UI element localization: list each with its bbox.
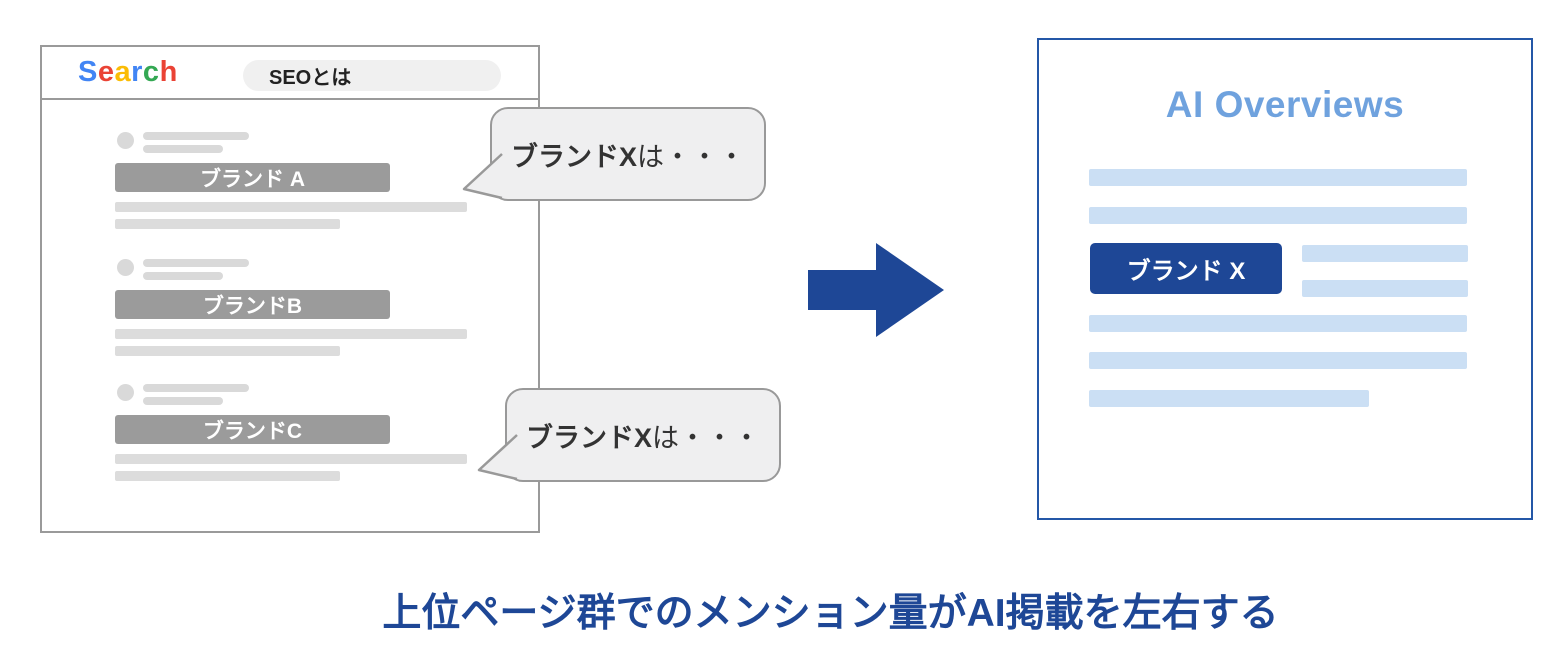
search-logo-letter: c [142,56,160,88]
brand-x-box: ブランド X [1090,243,1282,294]
bubble-rest-text: は・・・ [652,422,760,453]
placeholder-line [143,132,249,140]
text-line-placeholder [1089,390,1369,407]
placeholder-line [115,219,340,229]
search-results-window: Search SEOとは ブランド A ブランドB ブランドC [40,45,540,533]
text-line-placeholder [1302,280,1468,297]
search-header: Search SEOとは [42,47,538,100]
text-line-placeholder [1302,245,1468,262]
placeholder-line [115,346,340,356]
search-result-item: ブランド A [42,132,538,237]
bubble-brand-text: ブランドX [525,422,652,453]
bubble-rest-text: は・・・ [637,141,745,172]
text-line-placeholder [1089,169,1467,186]
avatar [117,259,134,276]
bubble-brand-text: ブランドX [510,141,637,172]
search-logo-letter: S [78,56,98,88]
brand-a-bar: ブランド A [115,163,390,192]
search-logo-letter: r [131,56,143,88]
text-line-placeholder [1089,207,1467,224]
placeholder-line [115,202,467,212]
diagram-caption: 上位ページ群でのメンション量がAI掲載を左右する [382,592,1279,635]
arrow-right-icon [808,243,944,337]
search-query-pill: SEOとは [243,60,501,91]
placeholder-line [143,259,249,267]
search-result-item: ブランドB [42,259,538,364]
placeholder-line [143,145,223,153]
speech-bubble-tail [477,434,518,481]
text-line-placeholder [1089,352,1467,369]
search-logo-letter: a [114,56,132,88]
speech-bubble-tail [462,153,503,200]
placeholder-line [143,384,249,392]
search-logo: Search [78,56,178,89]
search-logo-letter: h [159,56,178,88]
placeholder-line [143,272,223,280]
placeholder-line [143,397,223,405]
search-result-item: ブランドC [42,384,538,489]
placeholder-line [115,471,340,481]
ai-overviews-panel: AI Overviews ブランド X [1037,38,1533,520]
search-logo-letter: e [97,56,115,88]
search-query-text: SEOとは [269,67,352,89]
placeholder-line [115,454,467,464]
placeholder-line [115,329,467,339]
text-line-placeholder [1089,315,1467,332]
avatar [117,132,134,149]
brand-b-bar: ブランドB [115,290,390,319]
avatar [117,384,134,401]
ai-overviews-title: AI Overviews [1165,84,1405,125]
brand-c-bar: ブランドC [115,415,390,444]
